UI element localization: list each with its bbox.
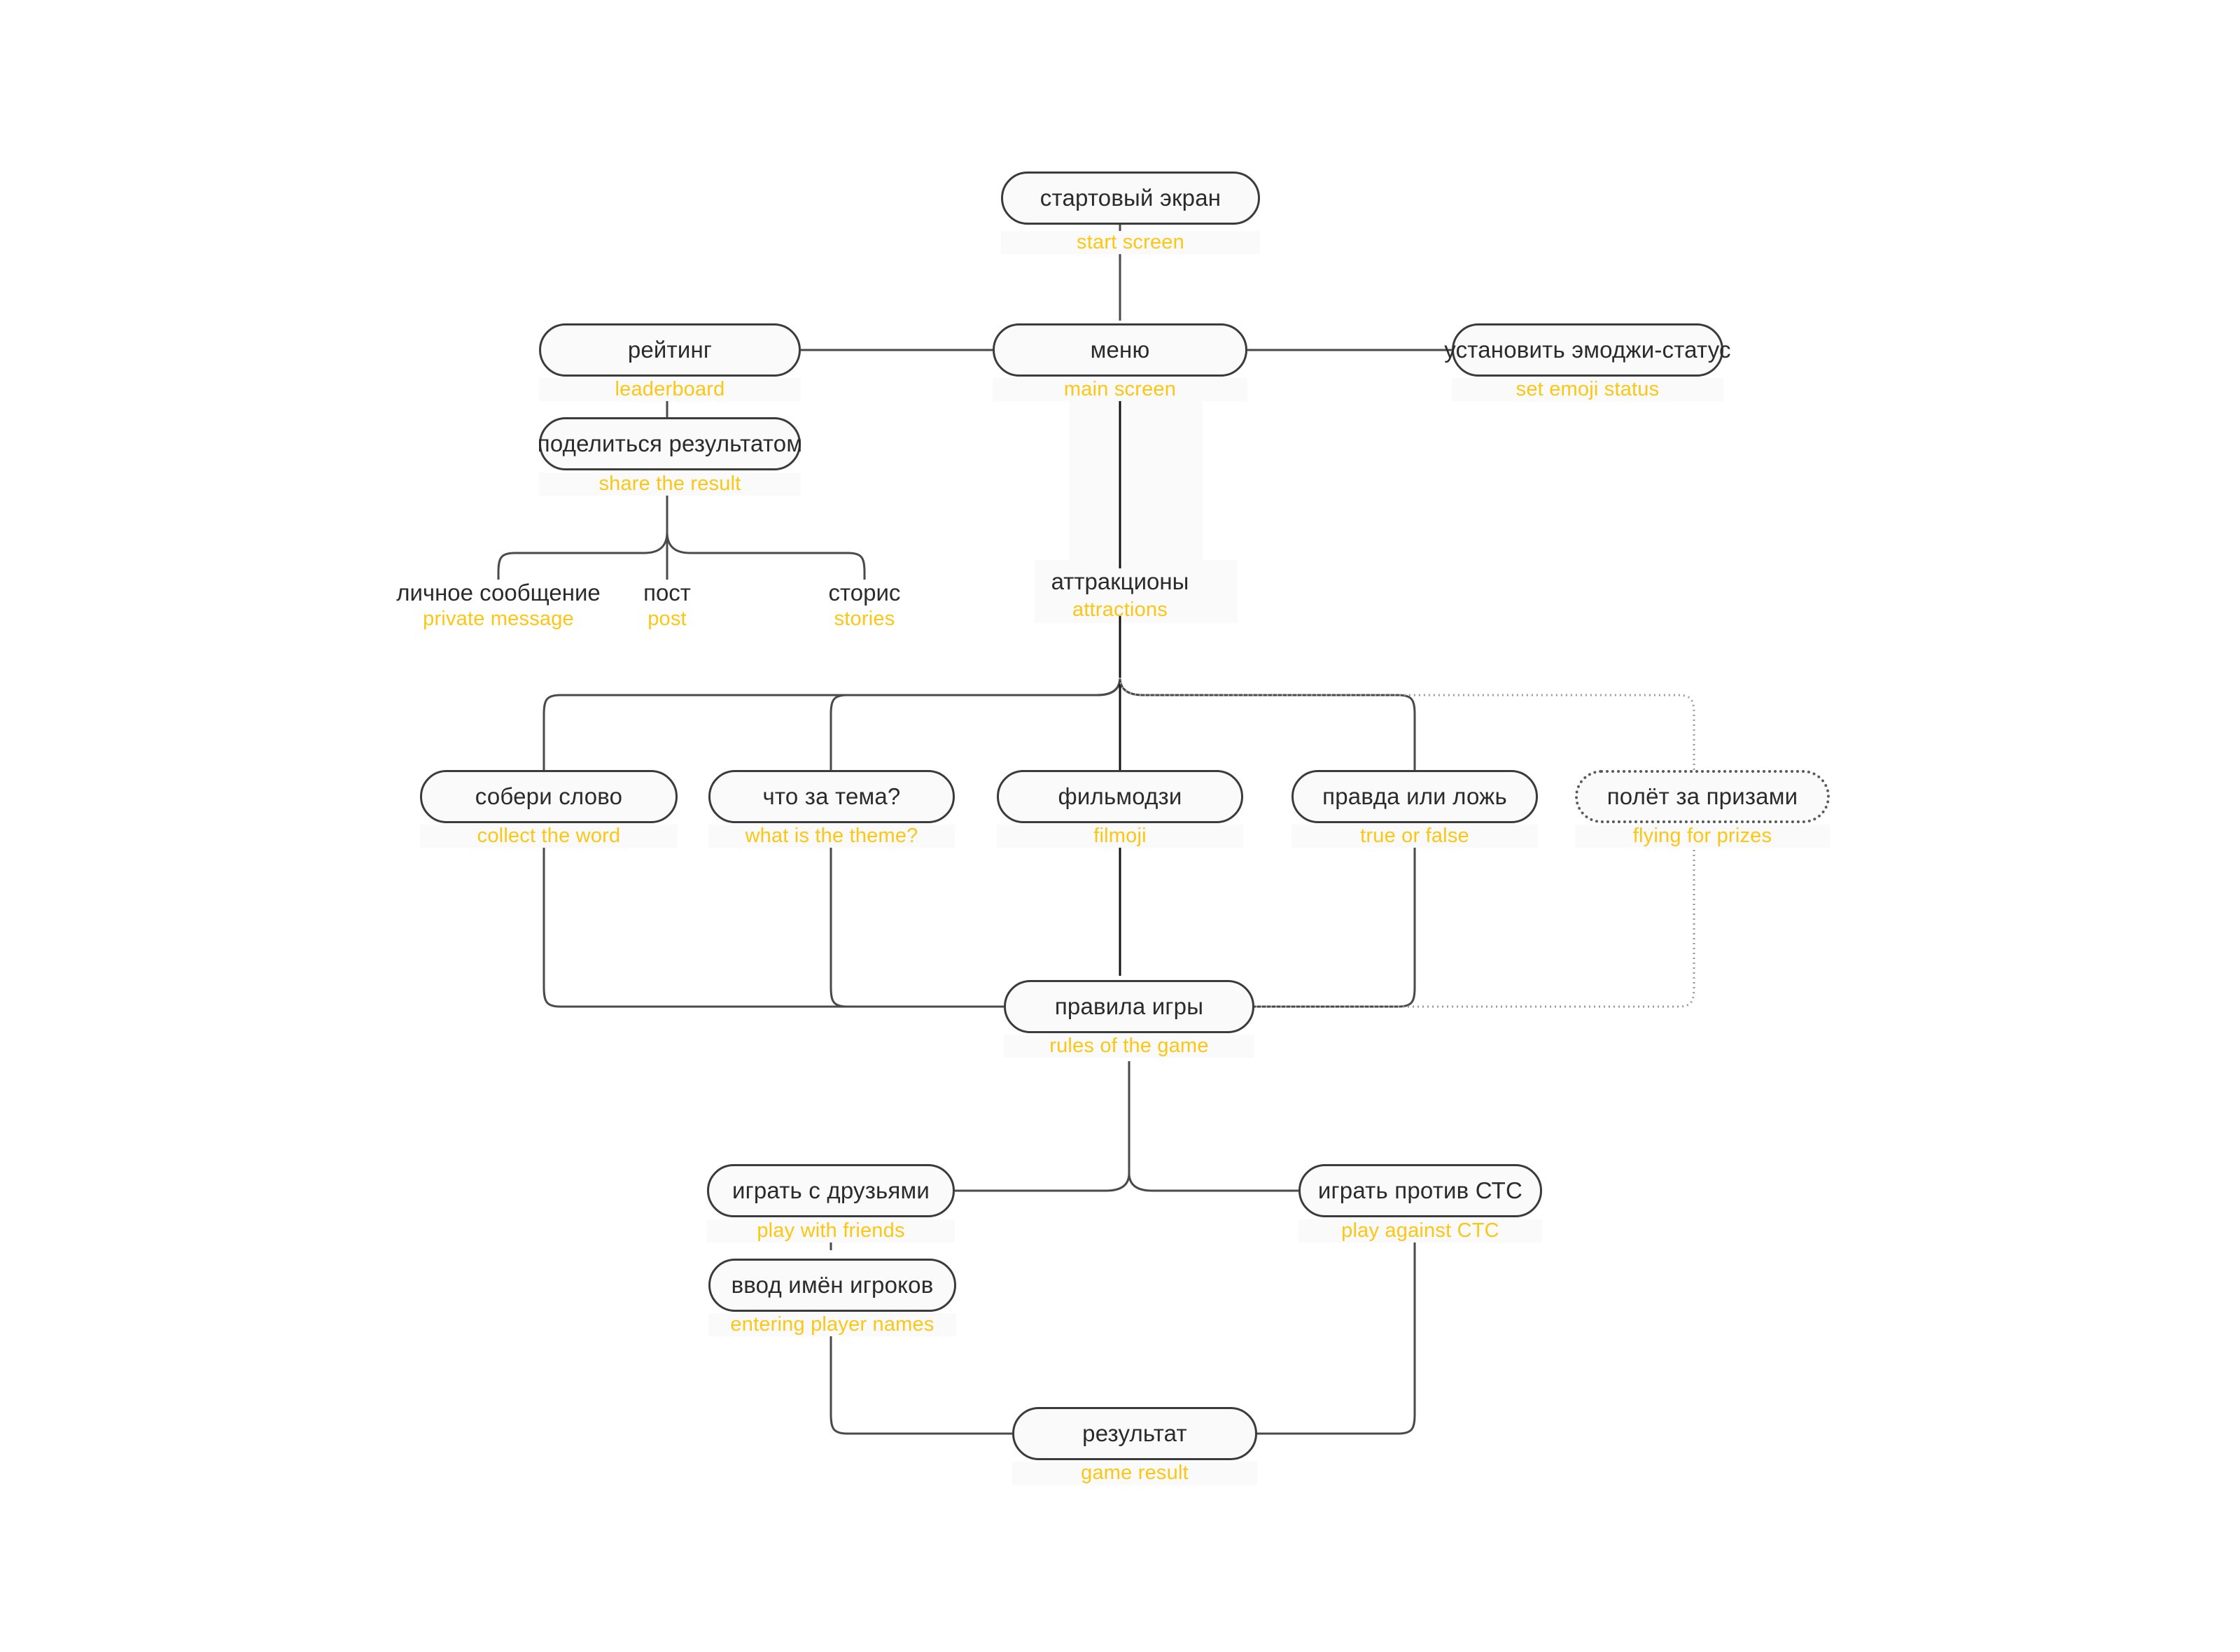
node-main-screen[interactable]: меню <box>993 323 1247 377</box>
node-true-or-false[interactable]: правда или ложь <box>1292 770 1538 823</box>
node-game-result[interactable]: результат <box>1012 1407 1257 1460</box>
node-play-against-ctc-label: играть против СТС <box>1317 1177 1523 1203</box>
node-rules-of-the-game-label: правила игры <box>1054 993 1204 1019</box>
node-what-is-the-theme-sublabel: what is the theme? <box>708 825 955 848</box>
node-flying-for-prizes[interactable]: полёт за призами <box>1575 770 1830 823</box>
node-share-result-sublabel: share the result <box>539 472 801 496</box>
node-set-emoji-status-sublabel: set emoji status <box>1452 378 1723 401</box>
node-set-emoji-status-label: установить эмоджи-статус <box>1444 337 1731 363</box>
node-game-result-label: результат <box>1082 1420 1187 1446</box>
node-filmoji[interactable]: фильмодзи <box>997 770 1243 823</box>
node-start-screen-sublabel: start screen <box>1001 231 1260 254</box>
node-leaderboard-sublabel: leaderboard <box>539 378 801 401</box>
node-flying-for-prizes-label: полёт за призами <box>1606 783 1798 809</box>
node-set-emoji-status[interactable]: установить эмоджи-статус <box>1444 323 1731 377</box>
node-post-label: пост <box>643 580 691 606</box>
attractions-highlight <box>1035 560 1238 623</box>
node-main-screen-label: меню <box>1090 337 1150 363</box>
node-play-with-friends-sublabel: play with friends <box>707 1219 955 1242</box>
node-start-screen[interactable]: стартовый экран <box>1001 172 1260 225</box>
node-start-screen-label: стартовый экран <box>1040 185 1222 211</box>
node-stories-sublabel: stories <box>834 608 895 630</box>
node-entering-player-names-sublabel: entering player names <box>708 1313 956 1336</box>
node-leaderboard-label: рейтинг <box>627 337 713 363</box>
node-filmoji-label: фильмодзи <box>1058 783 1182 809</box>
node-share-result-label: поделиться результатом <box>537 430 803 456</box>
node-play-with-friends[interactable]: играть с друзьями <box>707 1164 955 1217</box>
node-filmoji-sublabel: filmoji <box>997 825 1243 848</box>
node-collect-the-word[interactable]: собери слово <box>420 770 678 823</box>
node-what-is-the-theme-label: что за тема? <box>762 783 901 809</box>
node-play-against-ctc-sublabel: play against CTC <box>1298 1219 1542 1242</box>
node-post-sublabel: post <box>648 608 687 630</box>
node-private-message-sublabel: private message <box>423 608 574 630</box>
node-stories-label: сторис <box>828 580 901 606</box>
node-entering-player-names-label: ввод имён игроков <box>731 1272 934 1298</box>
node-share-result[interactable]: поделиться результатом <box>537 417 803 470</box>
node-true-or-false-label: правда или ложь <box>1322 783 1507 809</box>
node-play-against-ctc[interactable]: играть против СТС <box>1298 1164 1542 1217</box>
node-true-or-false-sublabel: true or false <box>1292 825 1538 848</box>
node-rules-of-the-game-sublabel: rules of the game <box>1004 1035 1254 1058</box>
node-private-message-label: личное сообщение <box>396 580 601 606</box>
node-leaderboard[interactable]: рейтинг <box>539 323 801 377</box>
node-entering-player-names[interactable]: ввод имён игроков <box>708 1259 956 1312</box>
node-flying-for-prizes-sublabel: flying for prizes <box>1575 825 1830 848</box>
node-main-screen-sublabel: main screen <box>993 378 1247 401</box>
node-collect-the-word-sublabel: collect the word <box>420 825 678 848</box>
node-rules-of-the-game[interactable]: правила игры <box>1004 980 1254 1033</box>
node-game-result-sublabel: game result <box>1012 1462 1257 1485</box>
node-collect-the-word-label: собери слово <box>475 783 623 809</box>
node-attractions-sublabel: attractions <box>1072 598 1168 621</box>
node-what-is-the-theme[interactable]: что за тема? <box>708 770 955 823</box>
node-play-with-friends-label: играть с друзьями <box>732 1177 930 1203</box>
node-attractions-label: аттракционы <box>1051 568 1189 594</box>
